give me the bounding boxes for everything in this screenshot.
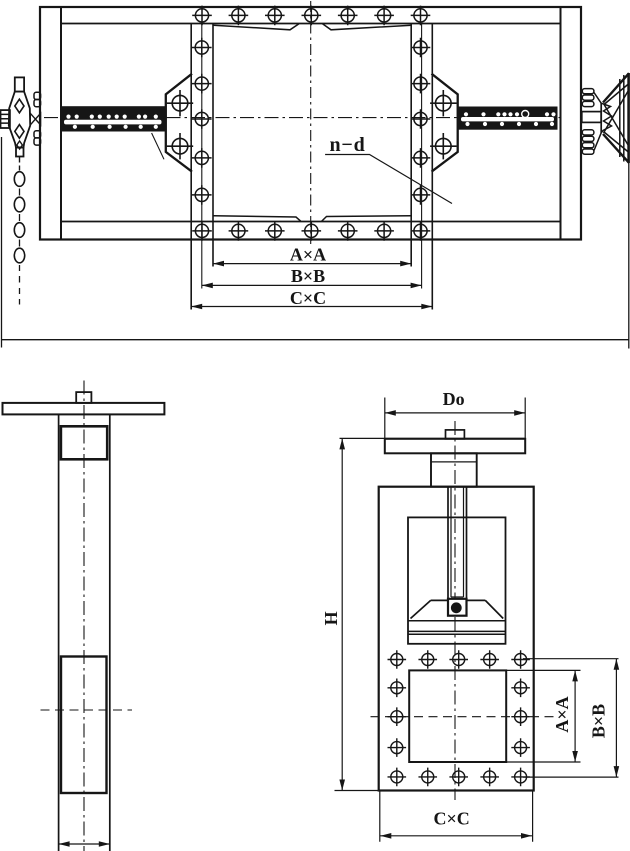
- svg-text:B×B: B×B: [291, 266, 325, 286]
- svg-text:n−d: n−d: [329, 134, 365, 156]
- svg-text:A×A: A×A: [552, 696, 572, 732]
- svg-text:Do: Do: [443, 389, 465, 409]
- svg-text:B×B: B×B: [589, 704, 609, 738]
- svg-text:H: H: [321, 611, 341, 625]
- svg-text:A×A: A×A: [290, 244, 326, 264]
- svg-text:C×C: C×C: [433, 808, 469, 828]
- svg-text:C×C: C×C: [290, 288, 326, 308]
